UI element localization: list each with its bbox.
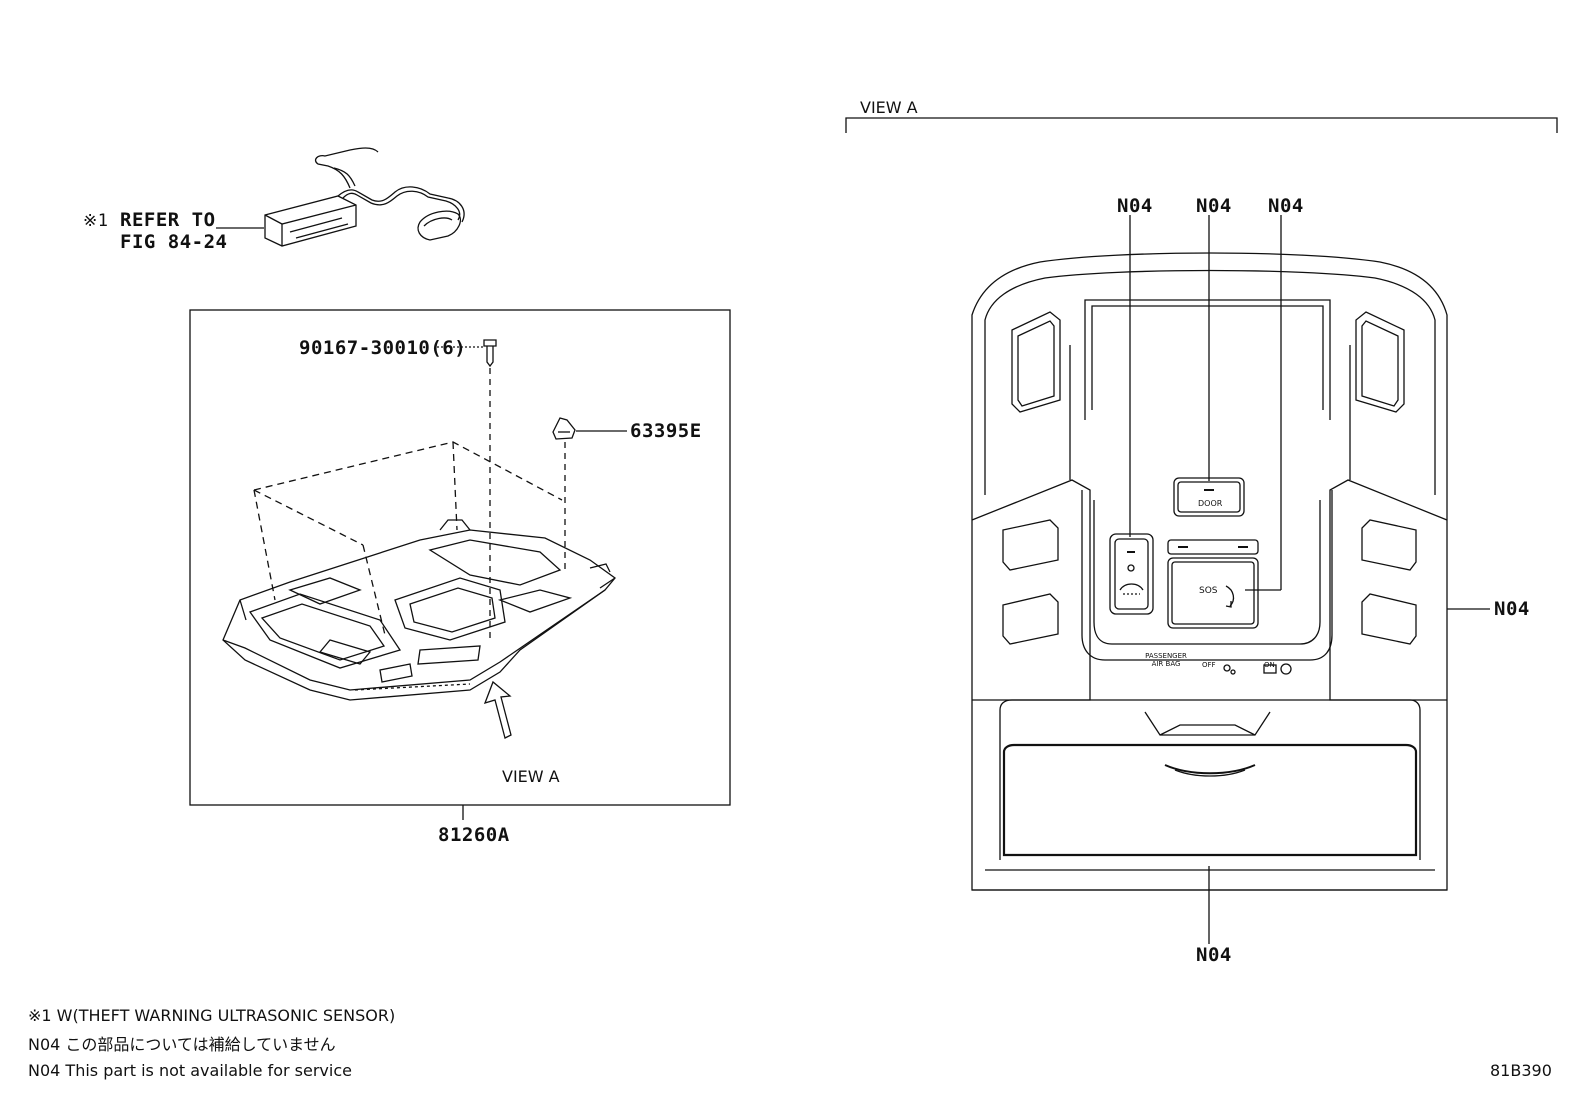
view-a-arrow-label: VIEW A	[502, 767, 560, 786]
airbag-on-label: ON	[1264, 661, 1275, 669]
part-number-screw: 90167-30010(6)	[299, 337, 467, 359]
sensor-ref-mark: ※1	[83, 211, 109, 231]
theft-sensor-drawing	[264, 147, 465, 247]
assembly-frame	[189, 309, 731, 806]
n04-leaders	[1129, 215, 1490, 944]
screw-drawing	[437, 339, 497, 640]
passenger-airbag-label: PASSENGER AIR BAG	[1145, 652, 1187, 668]
sensor-ref-text: REFER TO	[120, 209, 216, 231]
footnote-n04-english: N04 This part is not available for servi…	[28, 1061, 352, 1080]
part-number-clip: 63395E	[630, 420, 702, 442]
airbag-off-label: OFF	[1202, 661, 1216, 669]
clip-drawing	[552, 417, 627, 570]
part-number-assembly: 81260A	[438, 824, 510, 846]
n04-label-side: N04	[1494, 598, 1530, 620]
alignment-guides	[253, 441, 563, 636]
console-front-view	[971, 252, 1448, 891]
door-button-label: DOOR	[1198, 499, 1223, 508]
view-a-bracket	[845, 117, 1558, 133]
view-a-arrow	[483, 680, 512, 739]
n04-label-top-mid: N04	[1196, 195, 1232, 217]
footnote-theft-sensor: ※1 W(THEFT WARNING ULTRASONIC SENSOR)	[28, 1006, 396, 1025]
n04-label-top-left: N04	[1117, 195, 1153, 217]
figure-code: 81B390	[1490, 1061, 1552, 1080]
sensor-ref-fig[interactable]: FIG 84-24	[120, 231, 228, 253]
sos-button-label: SOS	[1199, 586, 1218, 596]
overhead-console-drawing	[222, 519, 616, 701]
footnote-n04-japanese: N04 この部品については補給していません	[28, 1035, 336, 1054]
n04-label-top-right: N04	[1268, 195, 1304, 217]
n04-label-bottom: N04	[1196, 944, 1232, 966]
view-a-title: VIEW A	[860, 98, 918, 117]
